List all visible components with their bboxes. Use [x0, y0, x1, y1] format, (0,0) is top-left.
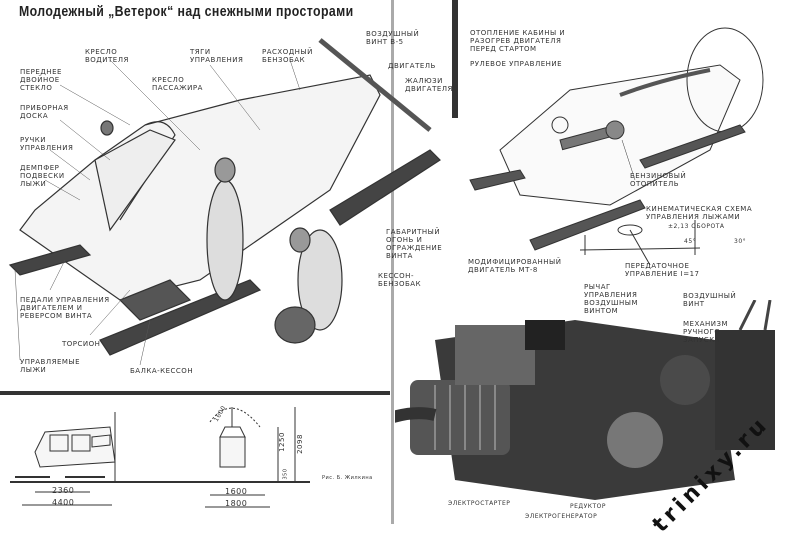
label-heating: Отопление кабины и разогрев двигателя пе…: [470, 29, 566, 53]
label-engine: Двигатель: [388, 62, 436, 70]
dim-wheelbase: 2360: [52, 486, 75, 495]
label-caisson-tank: Кессон- бензобак: [378, 272, 422, 288]
label-passenger-seat: Кресло пассажира: [152, 76, 203, 92]
dim-total-height: 2098: [295, 434, 304, 454]
label-engine-louvres: Жалюзи двигателя: [405, 77, 453, 93]
label-front-glass: Переднее двойное стекло: [20, 68, 62, 92]
label-beam-caisson: Балка-кессон: [130, 367, 194, 375]
engine-photo: [395, 300, 790, 524]
aerosled-cutaway-illustration: [8, 38, 441, 366]
label-control-handles: Ручки управления: [20, 136, 74, 152]
label-clearance-light: Габаритный огонь и ограждение винта: [386, 228, 443, 260]
label-electric-starter: Электростартер: [448, 500, 511, 507]
label-reducer: Редуктор: [570, 503, 607, 510]
label-fuel-tank: Расходный бензобак: [262, 48, 313, 64]
label-steerable-skis: Управляемые лыжи: [20, 358, 81, 374]
label-generator: Электрогенератор: [525, 513, 598, 520]
label-gear-ratio: Передаточное управление i=17: [625, 262, 700, 278]
page-title: Молодежный „Ветерок“ над снежными просто…: [19, 3, 354, 20]
dim-width: 1800: [225, 499, 248, 508]
dim-length: 4400: [52, 498, 75, 507]
label-prop-lever: Рычаг управления воздушным винтом: [584, 283, 638, 315]
label-hand-start: Механизм ручного запуска: [683, 320, 729, 344]
label-dashboard: Приборная доска: [20, 104, 69, 120]
dimension-drawings: [10, 407, 310, 508]
label-angle-45: 45°: [684, 238, 697, 245]
section-divider: [0, 391, 390, 395]
dim-clearance: 350: [282, 468, 289, 480]
label-turns: ±2,13 оборота: [668, 223, 725, 230]
label-kinematic-scheme: Кинематическая схема управления лыжами: [646, 205, 753, 221]
page-gutter: [391, 0, 394, 524]
label-torsion: Торсион: [62, 340, 101, 348]
dim-body-height: 1250: [277, 432, 286, 452]
label-damper: Демпфер подвески лыжи: [20, 164, 65, 188]
label-propeller: Воздушный винт В-5: [366, 30, 420, 46]
label-steering: Рулевое управление: [470, 60, 563, 68]
illustration-credit: Рис. Б. Жилкина: [322, 475, 373, 481]
label-driver-seat: Кресло водителя: [85, 48, 129, 64]
label-angle-30: 30°: [734, 238, 747, 245]
label-control-rods: Тяги управления: [190, 48, 244, 64]
engine-title: Модифицированный двигатель МТ-8: [468, 258, 562, 274]
label-pedals: Педали управления двигателем и реверсом …: [20, 296, 110, 320]
heating-steering-illustration: [469, 27, 764, 266]
dim-track: 1600: [225, 487, 248, 496]
label-propeller-engine: Воздушный винт: [683, 292, 737, 308]
column-divider: [452, 0, 458, 118]
label-gas-heater: Бензиновый отопитель: [630, 172, 687, 188]
